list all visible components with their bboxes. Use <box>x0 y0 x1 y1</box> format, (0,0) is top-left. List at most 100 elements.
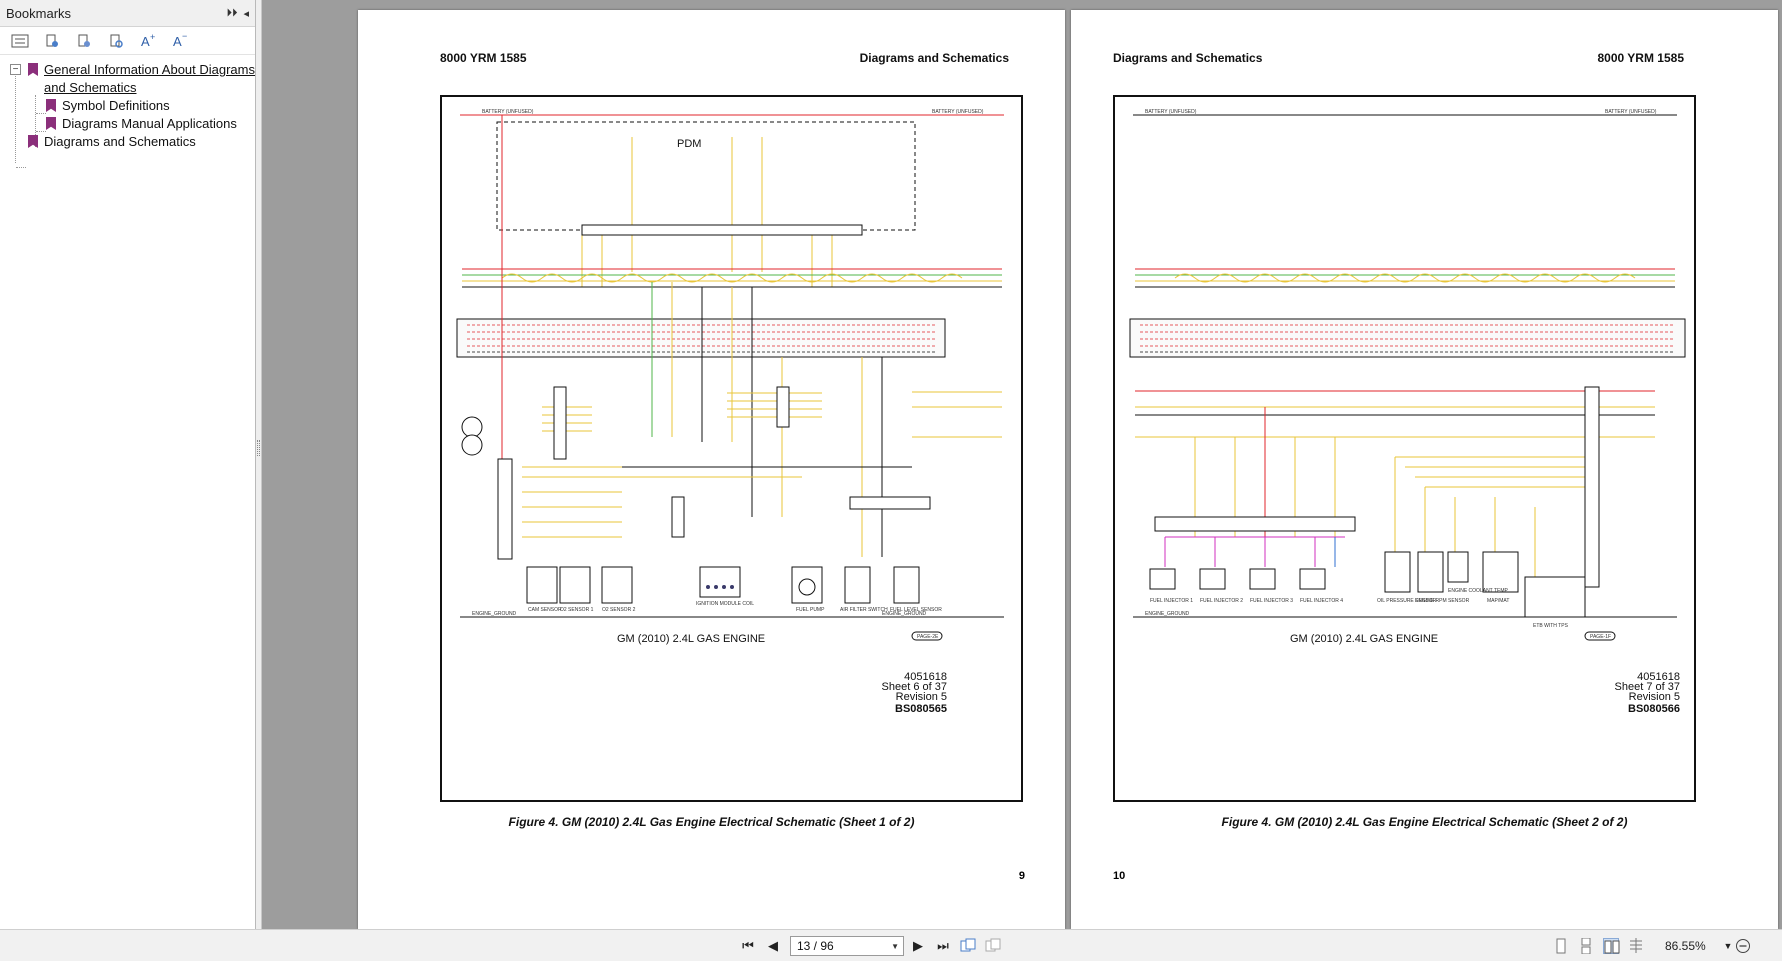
figure-caption: Figure 4. GM (2010) 2.4L Gas Engine Elec… <box>1221 815 1628 829</box>
revision: Revision 5 <box>896 691 947 703</box>
zoom-dropdown-icon[interactable]: ▼ <box>1723 941 1733 951</box>
page-header-right: 8000 YRM 1585 <box>1597 51 1684 65</box>
schematic-drawing: BATTERY (UNFUSED) BATTERY (UNFUSED) <box>1129 109 1686 715</box>
drawing-number: 4051618 <box>1637 671 1680 683</box>
bookmark-label: and Schematics <box>44 80 137 95</box>
schematic-title: GM (2010) 2.4L GAS ENGINE <box>617 633 765 645</box>
bookmark-label: Diagrams and Schematics <box>44 134 196 149</box>
battery-bus-label: BATTERY (UNFUSED) <box>482 109 534 115</box>
component-engine-rpm-sensor: ENGINE RPM SENSOR <box>1415 598 1470 604</box>
battery-bus-label-right: BATTERY (UNFUSED) <box>1605 109 1657 115</box>
svg-text:A: A <box>173 34 182 49</box>
splitter-grip-icon <box>257 440 260 456</box>
pdm-label: PDM <box>677 138 701 150</box>
component-o2-sensor-1: O2 SENSOR 1 <box>560 607 594 613</box>
engine-ground-label: ENGINE_GROUND <box>472 611 517 617</box>
last-page-icon[interactable]: ⏭ <box>937 938 949 953</box>
find-bookmark-icon[interactable] <box>106 31 126 51</box>
svg-text:−: − <box>182 33 187 41</box>
component-o2-sensor-2: O2 SENSOR 2 <box>602 607 636 613</box>
page-header-left: Diagrams and Schematics <box>1113 51 1263 65</box>
page-ref-tag: PAGE-1F <box>1590 634 1611 640</box>
bs-code: BS080565 <box>895 703 947 715</box>
zoom-level[interactable]: 86.55% <box>1665 939 1706 953</box>
bookmark-general-information[interactable]: − General Information About Diagrams and… <box>0 61 255 97</box>
bookmark-symbol-definitions[interactable]: Symbol Definitions <box>0 97 255 115</box>
bs-code: BS080566 <box>1628 703 1680 715</box>
bookmarks-header: Bookmarks ⏵⏵ ◂ <box>0 0 255 27</box>
previous-view-icon[interactable] <box>960 938 976 954</box>
component-fuel-injector-4: FUEL INJECTOR 4 <box>1300 598 1343 604</box>
chevron-down-icon[interactable]: ▼ <box>891 942 899 951</box>
schematic-drawing: BATTERY (UNFUSED) BATTERY (UNFUSED) PDM <box>456 109 1004 715</box>
decrease-text-size-icon[interactable]: A− <box>170 31 190 51</box>
new-bookmark-icon[interactable] <box>42 31 62 51</box>
pdf-page-9: 8000 YRM 1585 Diagrams and Schematics BA… <box>358 10 1065 929</box>
previous-page-icon[interactable]: ◀ <box>768 938 778 953</box>
document-viewport[interactable]: 8000 YRM 1585 Diagrams and Schematics BA… <box>262 0 1782 929</box>
drawing-number: 4051618 <box>904 671 947 683</box>
component-map-mat: MAP/MAT <box>1487 598 1509 604</box>
page-number-value: 13 / 96 <box>797 939 834 953</box>
component-oil-pressure-sensor: OIL PRESSURE SENSOR <box>1377 598 1437 604</box>
single-page-view-icon[interactable] <box>1553 938 1569 954</box>
component-air-filter-switch: AIR FILTER SWITCH <box>840 607 888 613</box>
navigation-bar: ⏮ ◀ 13 / 96 ▼ ▶ ⏭ 86.55% ▼ <box>0 929 1782 961</box>
battery-bus-label-right: BATTERY (UNFUSED) <box>932 109 984 115</box>
panel-options-icon[interactable]: ⏵⏵ <box>226 6 238 19</box>
bookmark-diagrams-and-schematics[interactable]: Diagrams and Schematics <box>0 133 255 151</box>
page-ref-tag: PAGE-2E <box>917 634 939 640</box>
engine-ground-label: ENGINE_GROUND <box>1145 611 1190 617</box>
page-header-right: Diagrams and Schematics <box>859 51 1009 65</box>
bookmarks-title: Bookmarks <box>6 5 72 21</box>
bookmark-options-icon[interactable] <box>10 31 30 51</box>
bookmark-icon <box>46 117 56 130</box>
bookmark-icon <box>28 63 38 76</box>
bookmark-label: Symbol Definitions <box>62 98 170 113</box>
page-number: 10 <box>1113 870 1126 882</box>
bookmark-label: General Information About Diagrams <box>44 62 255 77</box>
figure-caption: Figure 4. GM (2010) 2.4L Gas Engine Elec… <box>508 815 915 829</box>
sheet-number: Sheet 7 of 37 <box>1615 681 1680 693</box>
schematic-title: GM (2010) 2.4L GAS ENGINE <box>1290 633 1438 645</box>
component-fuel-injector-2: FUEL INJECTOR 2 <box>1200 598 1243 604</box>
page-number-field[interactable]: 13 / 96 ▼ <box>790 936 904 956</box>
bookmark-icon <box>46 99 56 112</box>
component-engine-coolant-temp: ENGINE COOLANT TEMP <box>1448 588 1508 594</box>
component-fuel-pump: FUEL PUMP <box>796 607 825 613</box>
svg-text:A: A <box>141 34 150 49</box>
component-fuel-level-sensor: FUEL LEVEL SENSOR <box>890 607 942 613</box>
component-ignition-module: IGNITION MODULE COIL <box>696 601 754 607</box>
collapse-toggle-icon[interactable]: − <box>10 64 21 75</box>
bookmarks-toolbar: A+ A− <box>0 27 255 55</box>
bookmark-icon <box>28 135 38 148</box>
page-header-left: 8000 YRM 1585 <box>440 51 527 65</box>
increase-text-size-icon[interactable]: A+ <box>138 31 158 51</box>
component-etb-with-tps: ETB WITH TPS <box>1533 623 1569 629</box>
next-page-icon[interactable]: ▶ <box>913 938 923 953</box>
facing-view-icon[interactable] <box>1603 938 1620 954</box>
expand-bookmark-icon[interactable] <box>74 31 94 51</box>
bookmark-tree: − General Information About Diagrams and… <box>0 55 255 168</box>
schematic-frame: BATTERY (UNFUSED) BATTERY (UNFUSED) PDM <box>440 95 1023 802</box>
pdf-page-10: Diagrams and Schematics 8000 YRM 1585 BA… <box>1071 10 1778 929</box>
page-number: 9 <box>1018 870 1025 882</box>
schematic-frame: BATTERY (UNFUSED) BATTERY (UNFUSED) <box>1113 95 1696 802</box>
continuous-facing-view-icon[interactable] <box>1628 938 1644 954</box>
bookmark-diagrams-manual-applications[interactable]: Diagrams Manual Applications <box>0 115 255 133</box>
component-fuel-injector-3: FUEL INJECTOR 3 <box>1250 598 1293 604</box>
revision: Revision 5 <box>1629 691 1680 703</box>
engine-ground-label-right: ENGINE_GROUND <box>882 611 927 617</box>
first-page-icon[interactable]: ⏮ <box>742 938 754 953</box>
zoom-out-icon[interactable] <box>1735 938 1751 954</box>
panel-splitter[interactable] <box>256 0 262 929</box>
battery-bus-label: BATTERY (UNFUSED) <box>1145 109 1197 115</box>
sheet-number: Sheet 6 of 37 <box>882 681 947 693</box>
component-fuel-injector-1: FUEL INJECTOR 1 <box>1150 598 1193 604</box>
next-view-icon[interactable] <box>985 938 1001 954</box>
continuous-view-icon[interactable] <box>1578 937 1594 955</box>
bookmarks-panel: Bookmarks ⏵⏵ ◂ A+ A− − <box>0 0 256 929</box>
close-panel-icon[interactable]: ◂ <box>243 7 249 20</box>
svg-text:+: + <box>150 33 155 42</box>
component-cam-sensor: CAM SENSOR <box>528 607 562 613</box>
